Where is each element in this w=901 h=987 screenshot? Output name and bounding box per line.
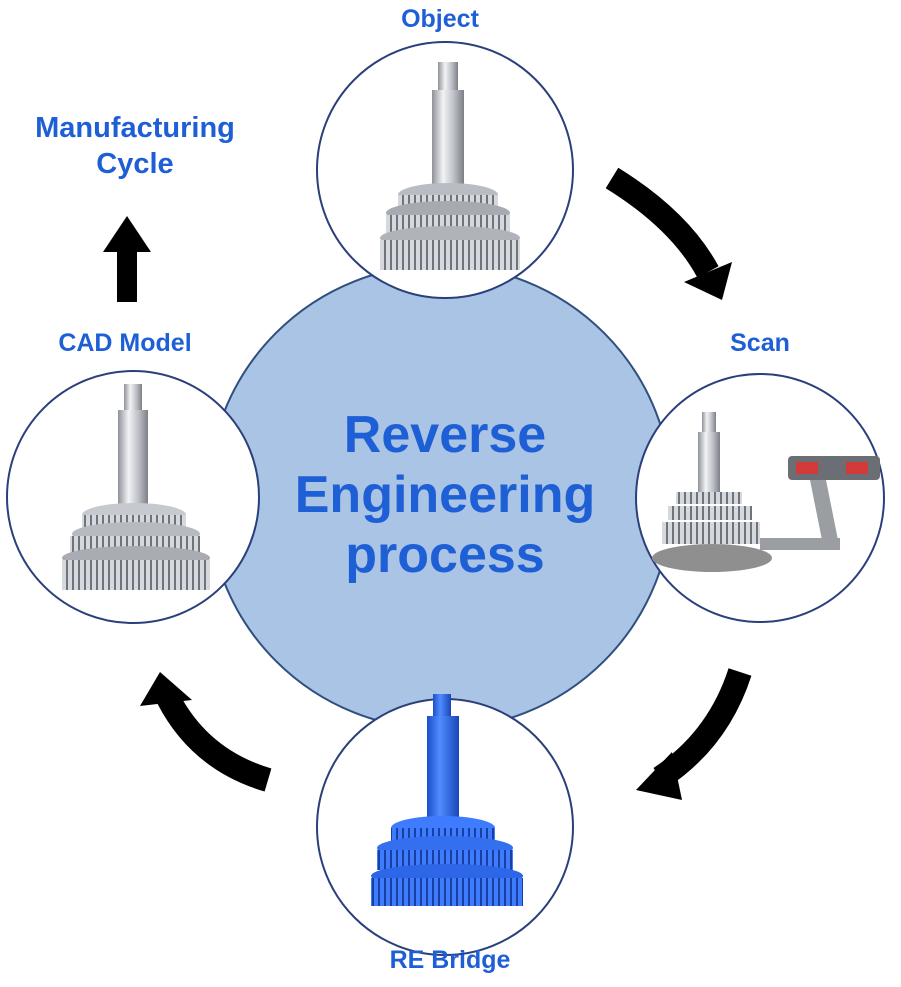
arrow-object-to-scan: [605, 167, 732, 300]
gear-shaft-silver-icon: [380, 62, 520, 270]
label-scan: Scan: [730, 329, 790, 357]
center-title-line-2: Engineering: [294, 466, 596, 524]
gear-shaft-scan-icon: [652, 412, 772, 572]
cad-model-node: [6, 370, 260, 624]
center-title: Reverse Engineering process: [250, 405, 640, 585]
arrow-up-to-manufacturing: [103, 216, 151, 302]
scanner-arm-icon: [760, 456, 880, 550]
center-title-line-1: Reverse: [343, 406, 547, 464]
arrow-scan-to-rebridge: [636, 668, 752, 800]
scan-node: [635, 373, 885, 623]
re-bridge-node: [316, 694, 574, 956]
label-object: Object: [401, 5, 479, 33]
manufacturing-line-2: Cycle: [96, 148, 174, 181]
gear-shaft-blue-icon: [371, 694, 523, 906]
gear-shaft-cad-icon: [62, 384, 210, 590]
label-manufacturing-cycle: Manufacturing Cycle: [0, 110, 270, 183]
object-node: [316, 41, 574, 299]
label-re-bridge: RE Bridge: [389, 946, 511, 974]
center-title-line-3: process: [345, 526, 545, 584]
label-cad-model: CAD Model: [58, 329, 192, 357]
manufacturing-line-1: Manufacturing: [35, 112, 235, 144]
arrow-rebridge-to-cad: [140, 672, 272, 792]
